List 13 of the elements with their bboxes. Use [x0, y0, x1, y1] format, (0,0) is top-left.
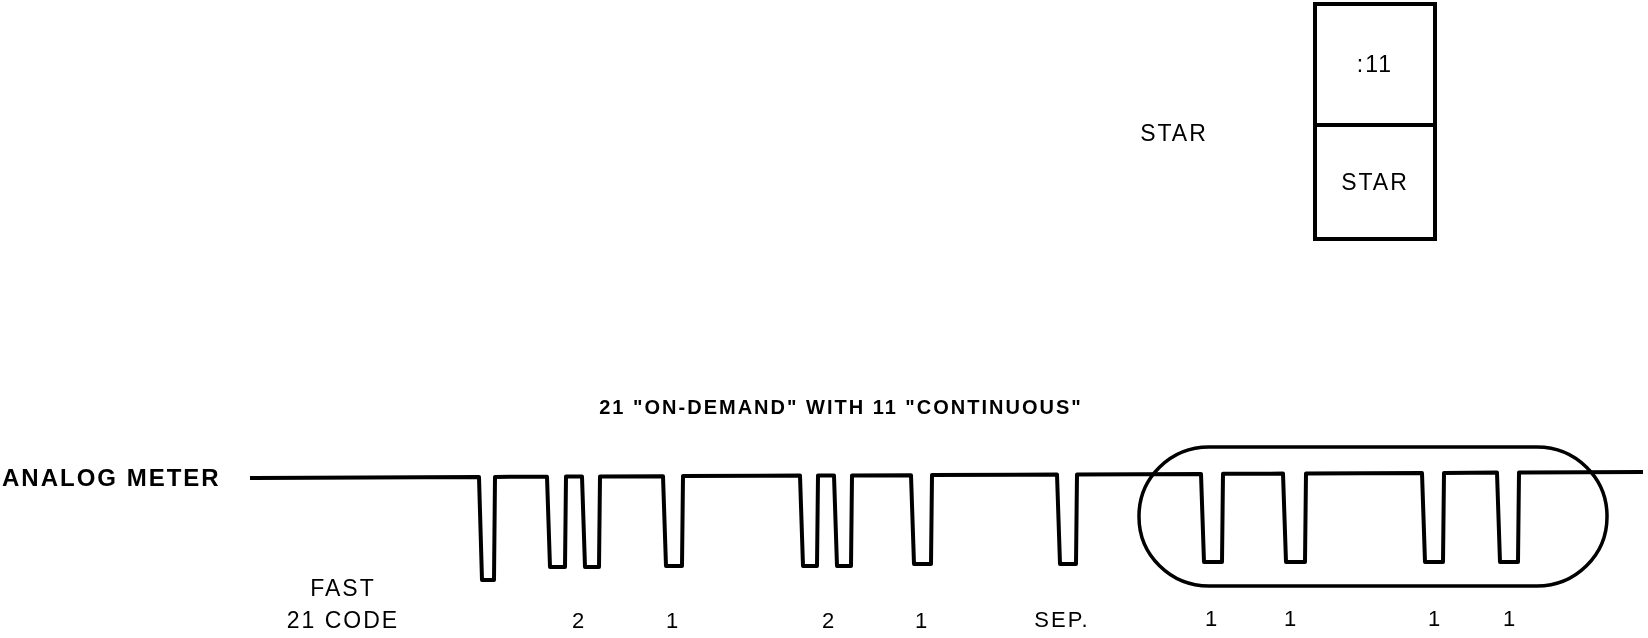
- separator-label: SEP.: [1034, 607, 1090, 633]
- pulse-count-label: 2: [821, 608, 837, 634]
- diagram-title: 21 "ON-DEMAND" WITH 11 "CONTINUOUS": [599, 395, 1083, 419]
- pulse-count-label: 1: [914, 608, 930, 634]
- pulse-count-label: 1: [1204, 606, 1220, 632]
- pulse-count-label: 1: [1427, 606, 1443, 632]
- pulse-count-label: 1: [1283, 606, 1299, 632]
- mode-label: STAR: [1140, 119, 1208, 147]
- pulse-count-label: 1: [665, 608, 681, 634]
- pulse-count-label: 1: [1502, 606, 1518, 632]
- code-label: FAST 21 CODE: [286, 574, 400, 635]
- signal-name: ANALOG METER: [2, 464, 221, 492]
- pulse-count-label: 2: [571, 608, 587, 634]
